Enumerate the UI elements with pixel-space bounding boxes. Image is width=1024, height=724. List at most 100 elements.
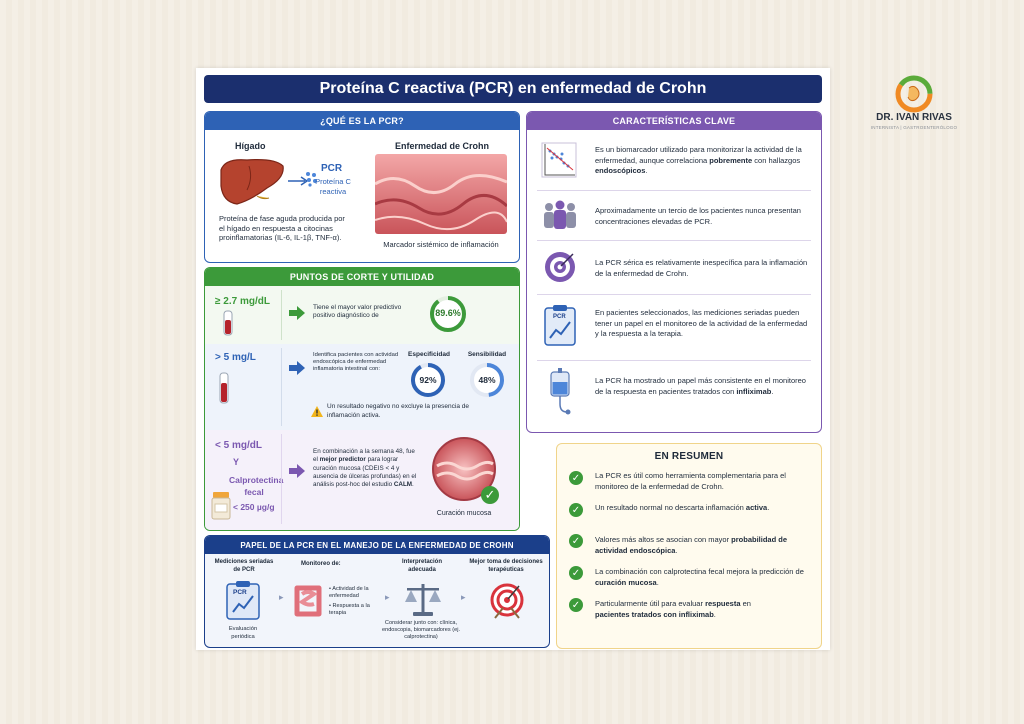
- cutoff-1-text: Tiene el mayor valor predictivo positivo…: [313, 304, 402, 319]
- healed-mucosa-illustration: [432, 437, 496, 501]
- que-es-panel: ¿QUÉ ES LA PCR? Hígado PCR Proteína C re…: [204, 111, 520, 263]
- crohn-label: Enfermedad de Crohn: [394, 141, 489, 151]
- papel-panel: PAPEL DE LA PCR EN EL MANEJO DE LA ENFER…: [204, 535, 550, 648]
- cutoff-2-text: Identifica pacientes con actividad endos…: [313, 352, 399, 372]
- caracteristicas-panel: CARACTERÍSTICAS CLAVE Es un biomarcador …: [526, 111, 822, 433]
- scale-icon: [405, 584, 441, 616]
- cutoff-3-value: < 5 mg/dL: [215, 440, 262, 451]
- cutoff-3-text-bold2: CALM: [393, 481, 413, 489]
- step-2-title: Monitoreo de:: [301, 561, 341, 567]
- checkmark-icon: ✓: [569, 566, 583, 580]
- step-2-bullet-1-text: Actividad de la enfermedad: [329, 586, 369, 599]
- summary-5-c: en: [740, 599, 751, 608]
- summary-2-a: Un resultado normal no descarta inflamac…: [595, 503, 746, 512]
- summary-3-a: Valores más altos se asocian con mayor: [595, 535, 732, 544]
- checkmark-icon: ✓: [569, 534, 583, 548]
- summary-2: Un resultado normal no descarta inflamac…: [595, 503, 807, 514]
- summary-5: Particularmente útil para evaluar respue…: [595, 599, 807, 620]
- cutoff-3-text-end: .: [412, 481, 414, 489]
- step-1-caption: Evaluación periódica: [228, 626, 258, 640]
- step-1-title: Mediciones seriadas de PCR: [214, 559, 274, 573]
- pcr-sublabel: Proteína C reactiva: [315, 177, 351, 196]
- specificity-label: Especificidad: [408, 351, 450, 358]
- stool-container-icon: [211, 492, 231, 520]
- step-4-title: Mejor toma de decisiones terapéuticas: [469, 559, 543, 573]
- feature-5-part-3: .: [771, 386, 774, 396]
- cutoff-3-and: Y: [233, 457, 240, 467]
- que-es-header: ¿QUÉ ES LA PCR?: [205, 112, 519, 130]
- liver-label: Hígado: [235, 141, 266, 151]
- clipboard-icon: [226, 581, 260, 620]
- summary-1: La PCR es útil como herramienta compleme…: [595, 471, 786, 491]
- intestine-icon: [294, 585, 322, 617]
- checkmark-icon: ✓: [569, 503, 583, 517]
- sensitivity-gauge-icon: [470, 363, 504, 397]
- checkmark-icon: ✓: [481, 486, 499, 504]
- resumen-header: EN RESUMEN: [654, 450, 724, 462]
- step-2-bullet-1: • Actividad de la enfermedad: [329, 586, 369, 599]
- sensitivity-label: Sensibilidad: [467, 351, 507, 358]
- feature-1-part-3: con hallazgos: [752, 155, 801, 165]
- feature-3-text: La PCR sérica es relativamente inespecíf…: [595, 258, 808, 278]
- arrow-right-icon: [289, 306, 305, 320]
- people-icon: [544, 200, 576, 229]
- healing-caption: Curación mucosa: [436, 510, 492, 517]
- summary-4-a: La combinación con calprotectina fecal m…: [595, 567, 804, 576]
- marker-caption: Marcador sistémico de inflamación: [383, 240, 499, 249]
- summary-5-d: pacientes tratados con infliximab: [595, 609, 714, 619]
- calprotectin-label: Calprotectina fecal: [229, 475, 284, 497]
- feature-4-clipboard-label: PCR: [553, 314, 566, 320]
- target-icon: [490, 583, 524, 619]
- checkmark-icon: ✓: [569, 471, 583, 485]
- summary-5-e: .: [713, 609, 716, 619]
- puntos-header: PUNTOS DE CORTE Y UTILIDAD: [205, 268, 519, 286]
- feature-1-part-1: Es un biomarcador utilizado para monitor…: [595, 145, 802, 165]
- arrow-icon: [288, 176, 309, 186]
- cutoff-3-text: En combinación a la semana 48, fue el me…: [313, 448, 421, 489]
- summary-4: La combinación con calprotectina fecal m…: [595, 567, 807, 588]
- brand-tagline: INTERNISTA | GASTROENTERÓLOGO: [870, 125, 958, 130]
- test-tube-icon: [223, 310, 233, 336]
- cutoff-row-2: [205, 344, 519, 430]
- brand-name: DR. IVAN RIVAS: [876, 112, 952, 123]
- caracteristicas-header: CARACTERÍSTICAS CLAVE: [527, 112, 821, 130]
- specificity-value: 92%: [419, 375, 437, 385]
- calprotectin-value: < 250 µg/g: [233, 502, 275, 512]
- target-icon: [545, 252, 575, 282]
- resumen-panel: EN RESUMEN ✓ La PCR es útil como herrami…: [556, 443, 822, 649]
- liver-icon: [220, 159, 284, 205]
- feature-4-text: En pacientes seleccionados, las medicion…: [595, 308, 808, 338]
- feature-5-text: La PCR ha mostrado un papel más consiste…: [595, 376, 809, 397]
- summary-2-b: activa: [745, 503, 768, 512]
- cutoff-3-text-a: En combinación a la semana 48, fue el: [313, 448, 415, 464]
- summary-5-b: respuesta: [705, 599, 741, 608]
- cutoff-row-1: [205, 286, 519, 344]
- sensitivity-value: 48%: [478, 375, 496, 385]
- test-tube-icon: [219, 372, 229, 404]
- intestine-illustration: [375, 154, 507, 234]
- warning-icon: [311, 406, 323, 417]
- pcr-description: Proteína de fase aguda producida por el …: [219, 214, 345, 242]
- iv-bag-icon: [550, 368, 571, 415]
- summary-3: Valores más altos se asocian con mayor p…: [595, 535, 807, 556]
- feature-1-part-2: pobremente: [709, 155, 753, 165]
- feature-5-part-1: La PCR ha mostrado un papel más consiste…: [595, 376, 806, 396]
- summary-5-a: Particularmente útil para evaluar: [595, 599, 706, 608]
- cutoff-2-value: > 5 mg/L: [215, 352, 256, 363]
- pcr-label: PCR: [321, 163, 343, 174]
- summary-4-b: curación mucosa: [595, 577, 657, 587]
- specificity-gauge-icon: [411, 363, 445, 397]
- step-3-caption: Considerar junto con: clínica, endoscopi…: [381, 620, 461, 641]
- papel-header: PAPEL DE LA PCR EN EL MANEJO DE LA ENFER…: [205, 536, 549, 554]
- step-2-bullet-2-text: Respuesta a la terapia: [329, 603, 370, 616]
- summary-4-c: .: [656, 577, 659, 587]
- cutoff-3-text-b: para lograr curación mucosa (CDEIS < 4 y…: [313, 456, 417, 489]
- warning-text: Un resultado negativo no excluye la pres…: [327, 403, 470, 419]
- step-2-bullets: • Actividad de la enfermedad • Respuesta…: [329, 586, 383, 617]
- arrow-icon: ▸: [279, 592, 284, 602]
- arrow-right-icon: [289, 464, 305, 478]
- clipboard-label: PCR: [233, 589, 247, 596]
- step-2-bullet-2: • Respuesta a la terapia: [329, 603, 370, 616]
- puntos-panel: PUNTOS DE CORTE Y UTILIDAD ≥ 2.7 mg/dL T…: [204, 267, 520, 531]
- feature-1-text: Es un biomarcador utilizado para monitor…: [595, 145, 809, 177]
